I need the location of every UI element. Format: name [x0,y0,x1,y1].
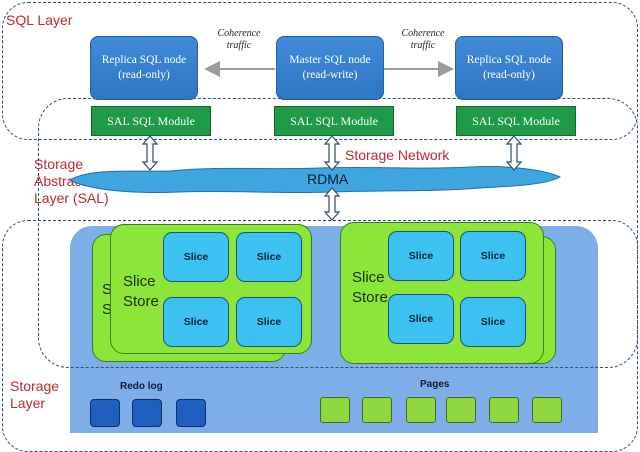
node-name: Replica SQL node [466,54,552,66]
slice-right-2: Slice [460,231,526,281]
sal-sql-module-right: SAL SQL Module [456,106,576,136]
sql-layer-boundary [2,2,638,140]
node-name: Master SQL node [289,54,371,66]
connector-graphics [68,61,562,221]
sal-link-arrow-left [141,135,159,171]
slice-store-line1: Slice [352,269,385,286]
sal-link-arrow-right [505,135,523,171]
node-mode: (read-only) [118,69,170,81]
storage-layer-label-line2: Layer [10,395,46,411]
redo-log-block [90,399,120,427]
slice-right-4: Slice [460,297,526,347]
slice-right-1: Slice [388,231,454,281]
back-card-fragment: S [102,281,113,298]
sal-layer-label-line3: Layer (SAL) [34,190,109,206]
sal-layer-label-line1: Storage [34,156,84,172]
redo-log-label: Redo log [120,381,163,392]
slice-left-1: Slice [163,232,229,282]
rdma-label: RDMA [307,171,349,187]
page-block [406,397,436,423]
sql-layer-label: SQL Layer [6,12,73,28]
replica-sql-node-right: Replica SQL node (read-only) [455,36,563,100]
node-name: Replica SQL node [101,54,187,66]
page-block [320,397,350,423]
redo-log-block [132,399,162,427]
slice-left-4: Slice [236,297,302,347]
page-block [362,397,392,423]
slice-store-label-right: Slice Store [352,268,388,308]
slice-store-line1: Slice [123,273,156,290]
sal-sql-module-left: SAL SQL Module [91,106,211,136]
coherence-label-right: Coherence traffic [390,28,456,52]
coherence-left-line1: Coherence [217,28,261,39]
replica-sql-node-left: Replica SQL node (read-only) [90,36,198,100]
page-block [489,397,519,423]
coherence-right-line2: traffic [410,40,436,51]
slice-left-2: Slice [236,232,302,282]
page-block [446,397,476,423]
slice-store-line2: Store [352,289,388,306]
storage-network-label: Storage Network [345,147,450,163]
pages-label: Pages [420,379,450,390]
rdma-cloud [68,166,562,194]
coherence-left-line2: traffic [226,40,252,51]
slice-store-line2: Store [123,293,159,310]
slice-right-3: Slice [388,294,454,344]
redo-log-block [176,399,206,427]
slice-left-3: Slice [163,297,229,347]
coherence-right-line1: Coherence [401,28,445,39]
storage-layer-label-line1: Storage [10,378,60,394]
coherence-label-left: Coherence traffic [206,28,272,52]
node-mode: (read-only) [483,69,535,81]
storage-layer-label: Storage Layer [10,378,59,412]
master-sql-node: Master SQL node (read-write) [276,36,384,100]
back-card-fragment: S [102,301,113,318]
storage-link-arrow [323,187,341,221]
node-mode: (read-write) [302,69,358,81]
sal-sql-module-center: SAL SQL Module [274,106,394,136]
slice-store-label-left: Slice Store [123,272,159,312]
page-block [532,397,562,423]
sal-link-arrow-center [323,135,341,171]
